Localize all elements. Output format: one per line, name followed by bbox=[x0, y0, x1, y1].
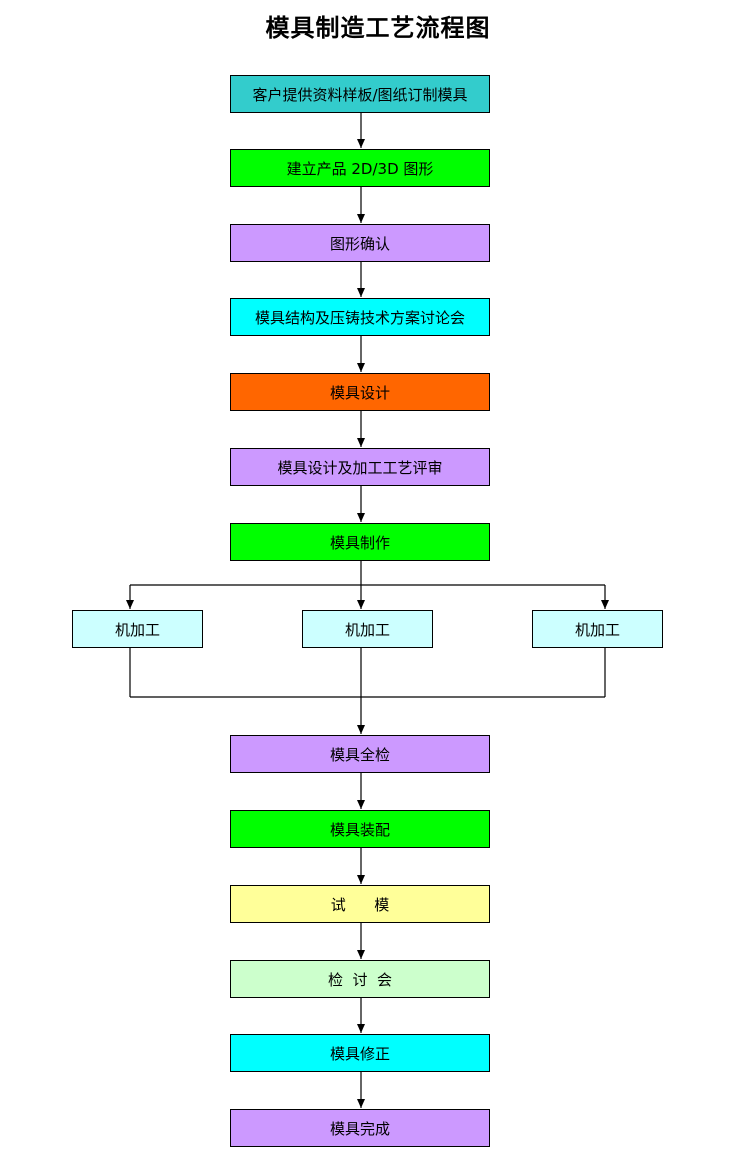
step-drawing-confirm: 图形确认 bbox=[230, 224, 490, 262]
branch-machining-right: 机加工 bbox=[532, 610, 663, 648]
step-create-drawings: 建立产品 2D/3D 图形 bbox=[230, 149, 490, 187]
step-mold-correction: 模具修正 bbox=[230, 1034, 490, 1072]
step-trial-mold: 试 模 bbox=[230, 885, 490, 923]
step-customer-order: 客户提供资料样板/图纸订制模具 bbox=[230, 75, 490, 113]
step-full-inspection: 模具全检 bbox=[230, 735, 490, 773]
step-mold-design: 模具设计 bbox=[230, 373, 490, 411]
step-mold-complete: 模具完成 bbox=[230, 1109, 490, 1147]
step-structure-review: 模具结构及压铸技术方案讨论会 bbox=[230, 298, 490, 336]
page-title: 模具制造工艺流程图 bbox=[265, 13, 491, 42]
step-review-meeting: 检 讨 会 bbox=[230, 960, 490, 998]
branch-machining-center: 机加工 bbox=[302, 610, 433, 648]
step-design-review: 模具设计及加工工艺评审 bbox=[230, 448, 490, 486]
branch-machining-left: 机加工 bbox=[72, 610, 203, 648]
step-assembly: 模具装配 bbox=[230, 810, 490, 848]
step-mold-making: 模具制作 bbox=[230, 523, 490, 561]
